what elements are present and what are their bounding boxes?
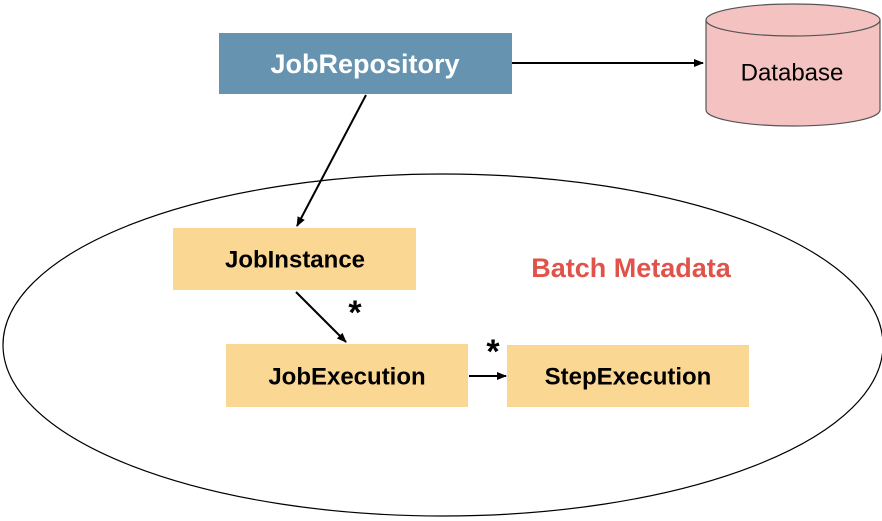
database-label: Database: [741, 60, 844, 87]
database-node: Database: [705, 3, 881, 127]
step-execution-node: StepExecution: [507, 345, 749, 407]
job-repository-node: JobRepository: [219, 33, 512, 94]
database-cylinder-body: [705, 20, 881, 127]
batch-metadata-label: Batch Metadata: [531, 253, 732, 283]
database-cylinder-top: [705, 3, 881, 37]
repository-to-instance-arrow: [296, 94, 367, 227]
step-execution-box: [507, 345, 749, 407]
metadata-ellipse: [2, 173, 882, 517]
job-instance-label: JobInstance: [225, 247, 365, 274]
instance-to-execution-arrow: [295, 291, 347, 343]
job-execution-node: JobExecution: [226, 344, 468, 407]
step-execution-label: StepExecution: [545, 364, 712, 391]
job-repository-label: JobRepository: [270, 49, 459, 79]
multiplicity-execution-step: *: [486, 333, 500, 371]
job-instance-node: JobInstance: [173, 228, 416, 290]
job-execution-label: JobExecution: [268, 364, 425, 391]
multiplicity-instance-execution: *: [348, 294, 362, 332]
job-instance-box: [173, 228, 416, 290]
job-execution-box: [226, 344, 468, 407]
job-repository-box: [219, 33, 512, 94]
